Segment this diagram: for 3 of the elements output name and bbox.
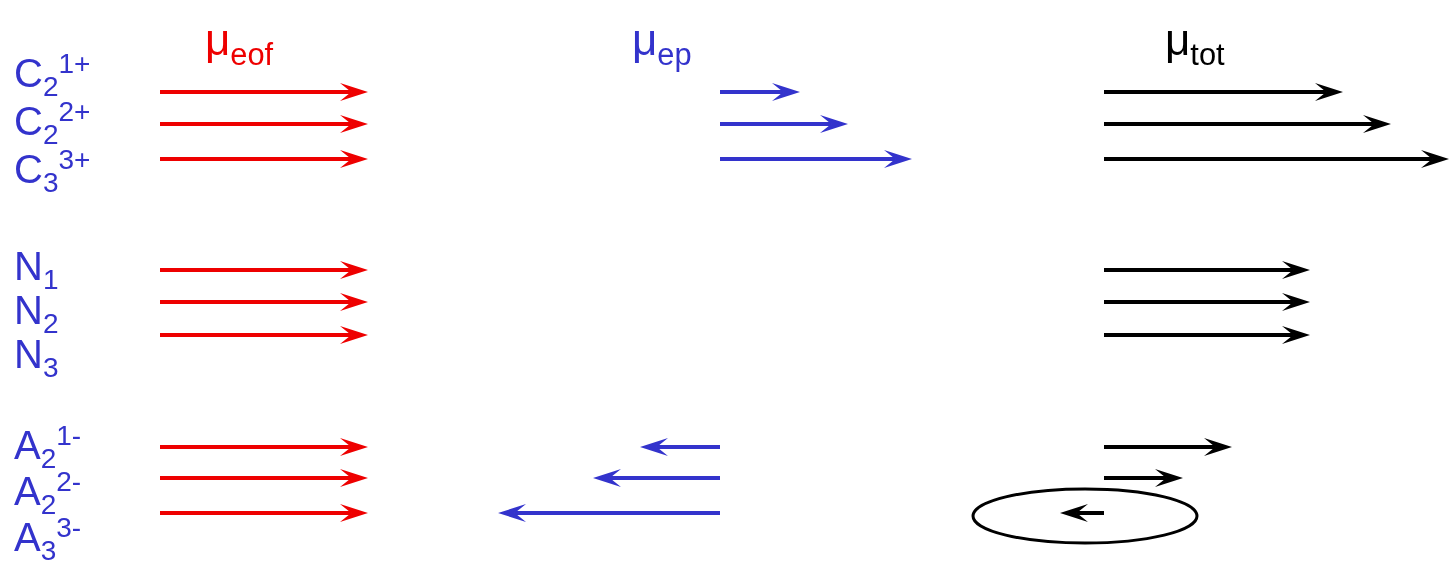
column-heading: μ$_{tot}$ [1165,18,1225,71]
column-heading: μ$_{ep}$ [632,18,692,71]
column-heading: μ$_{eof}$ [205,18,274,71]
